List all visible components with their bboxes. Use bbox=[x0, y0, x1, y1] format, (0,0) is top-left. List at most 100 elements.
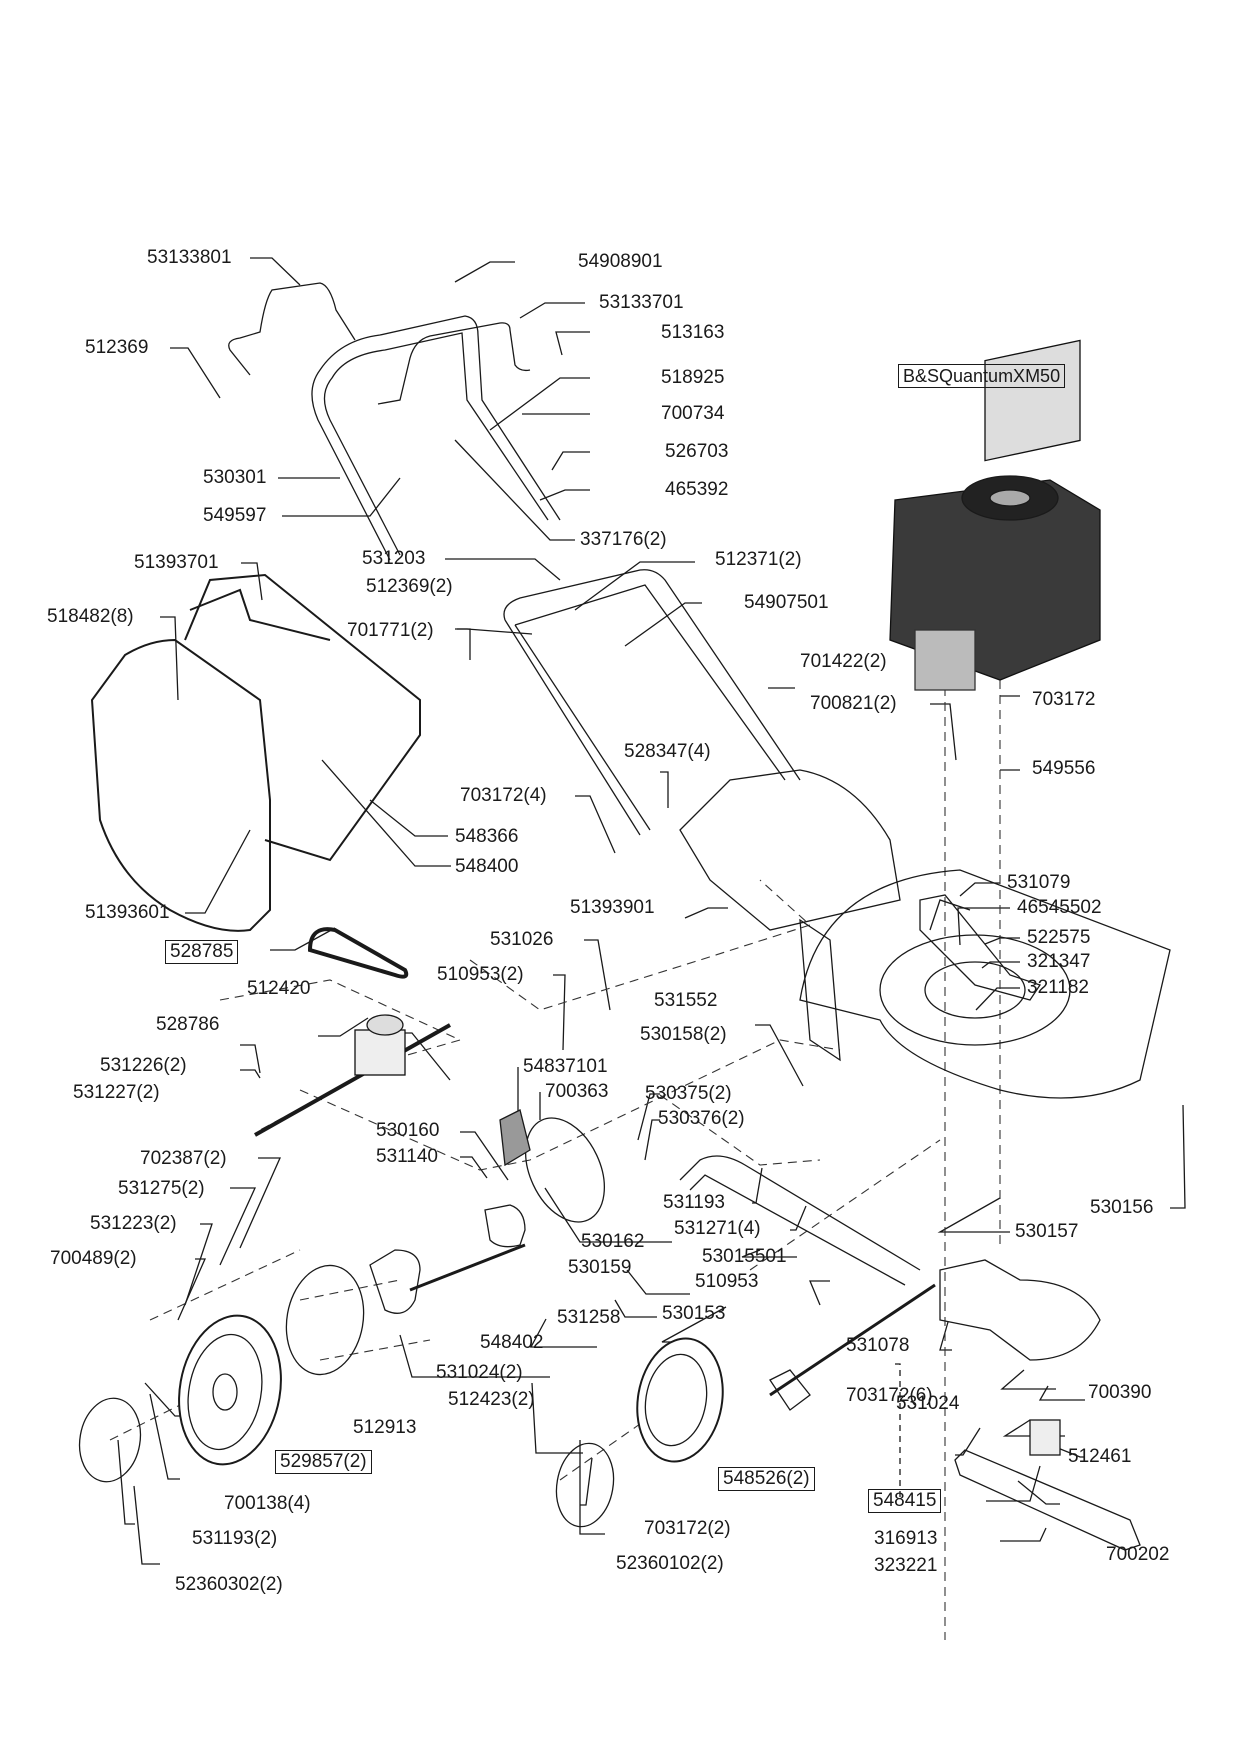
label-337176[interactable]: 337176(2) bbox=[580, 529, 667, 550]
label-703172-2[interactable]: 703172(2) bbox=[644, 1518, 731, 1539]
label-531552[interactable]: 531552 bbox=[654, 990, 718, 1011]
label-529857[interactable]: 529857(2) bbox=[275, 1450, 372, 1474]
label-528347[interactable]: 528347(4) bbox=[624, 741, 711, 762]
grass-catcher-part bbox=[90, 573, 421, 932]
label-528786[interactable]: 528786 bbox=[156, 1014, 220, 1035]
label-548526[interactable]: 548526(2) bbox=[718, 1467, 815, 1491]
label-323221[interactable]: 323221 bbox=[874, 1555, 938, 1576]
label-548402[interactable]: 548402 bbox=[480, 1332, 544, 1353]
front-wheel-part bbox=[555, 1337, 724, 1528]
label-548366[interactable]: 548366 bbox=[455, 826, 519, 847]
label-531223[interactable]: 531223(2) bbox=[90, 1213, 177, 1234]
label-530158[interactable]: 530158(2) bbox=[640, 1024, 727, 1045]
label-54908901[interactable]: 54908901 bbox=[578, 251, 663, 272]
label-513163[interactable]: 513163 bbox=[661, 322, 725, 343]
blade-part bbox=[954, 1449, 1141, 1551]
label-700734[interactable]: 700734 bbox=[661, 403, 725, 424]
label-530157[interactable]: 530157 bbox=[1015, 1221, 1079, 1242]
label-531203[interactable]: 531203 bbox=[362, 548, 426, 569]
label-512423[interactable]: 512423(2) bbox=[448, 1389, 535, 1410]
label-549556[interactable]: 549556 bbox=[1032, 758, 1096, 779]
label-530301[interactable]: 530301 bbox=[203, 467, 267, 488]
label-54907501[interactable]: 54907501 bbox=[744, 592, 829, 613]
label-531024[interactable]: 531024 bbox=[896, 1393, 960, 1414]
front-axle-part bbox=[679, 1155, 936, 1411]
label-321182[interactable]: 321182 bbox=[1027, 977, 1089, 998]
label-46545502[interactable]: 46545502 bbox=[1017, 897, 1102, 918]
height-bracket-part bbox=[919, 894, 1042, 1001]
label-53133701[interactable]: 53133701 bbox=[599, 292, 684, 313]
label-700489[interactable]: 700489(2) bbox=[50, 1248, 137, 1269]
label-531079[interactable]: 531079 bbox=[1007, 872, 1071, 893]
label-530153[interactable]: 530153 bbox=[662, 1303, 726, 1324]
mower-deck-part bbox=[799, 869, 1171, 1099]
label-700363[interactable]: 700363 bbox=[545, 1081, 609, 1102]
label-531026[interactable]: 531026 bbox=[490, 929, 554, 950]
label-531193[interactable]: 531193 bbox=[663, 1192, 725, 1213]
label-512913[interactable]: 512913 bbox=[353, 1417, 417, 1438]
label-531258[interactable]: 531258 bbox=[557, 1307, 621, 1328]
label-703172[interactable]: 703172 bbox=[1032, 689, 1096, 710]
label-53015501[interactable]: 53015501 bbox=[702, 1246, 787, 1267]
rear-axle-part bbox=[369, 1109, 605, 1314]
blade-hub-part bbox=[1029, 1419, 1061, 1456]
label-701422[interactable]: 701422(2) bbox=[800, 651, 887, 672]
label-530375[interactable]: 530375(2) bbox=[645, 1083, 732, 1104]
label-531024-2[interactable]: 531024(2) bbox=[436, 1362, 523, 1383]
label-51393601[interactable]: 51393601 bbox=[85, 902, 170, 923]
label-530156[interactable]: 530156 bbox=[1090, 1197, 1154, 1218]
label-53133801[interactable]: 53133801 bbox=[147, 247, 232, 268]
label-512369[interactable]: 512369 bbox=[85, 337, 149, 358]
assembly-guides bbox=[109, 620, 1001, 1640]
bar-53133801 bbox=[228, 282, 356, 376]
label-510953[interactable]: 510953 bbox=[695, 1271, 759, 1292]
engine-model-label[interactable]: B&SQuantumXM50 bbox=[898, 364, 1066, 388]
label-700202[interactable]: 700202 bbox=[1106, 1544, 1170, 1565]
label-531271[interactable]: 531271(4) bbox=[674, 1218, 761, 1239]
label-549597[interactable]: 549597 bbox=[203, 505, 267, 526]
label-530159[interactable]: 530159 bbox=[568, 1257, 632, 1278]
label-528785[interactable]: 528785 bbox=[165, 940, 239, 964]
label-530162[interactable]: 530162 bbox=[581, 1231, 645, 1252]
label-548415[interactable]: 548415 bbox=[868, 1489, 942, 1513]
label-531140[interactable]: 531140 bbox=[376, 1146, 438, 1167]
label-700138[interactable]: 700138(4) bbox=[224, 1493, 311, 1514]
label-703172-6[interactable]: 703172(6) bbox=[846, 1385, 933, 1406]
label-522575[interactable]: 522575 bbox=[1027, 927, 1091, 948]
label-702387[interactable]: 702387(2) bbox=[140, 1148, 227, 1169]
upper-handle-part bbox=[311, 315, 561, 561]
label-531078[interactable]: 531078 bbox=[846, 1335, 910, 1356]
rear-wheel-part bbox=[78, 1264, 365, 1483]
label-512371[interactable]: 512371(2) bbox=[715, 549, 802, 570]
label-700390[interactable]: 700390 bbox=[1088, 1382, 1152, 1403]
label-526703[interactable]: 526703 bbox=[665, 441, 729, 462]
label-548400[interactable]: 548400 bbox=[455, 856, 519, 877]
label-531226[interactable]: 531226(2) bbox=[100, 1055, 187, 1076]
label-510953-2[interactable]: 510953(2) bbox=[437, 964, 524, 985]
label-531193-2[interactable]: 531193(2) bbox=[192, 1528, 278, 1549]
label-700821[interactable]: 700821(2) bbox=[810, 693, 897, 714]
mulch-plug-part bbox=[679, 769, 901, 931]
label-530376[interactable]: 530376(2) bbox=[658, 1108, 745, 1129]
label-465392[interactable]: 465392 bbox=[665, 479, 729, 500]
label-701771[interactable]: 701771(2) bbox=[347, 620, 434, 641]
label-531227[interactable]: 531227(2) bbox=[73, 1082, 160, 1103]
label-518925[interactable]: 518925 bbox=[661, 367, 725, 388]
label-518482[interactable]: 518482(8) bbox=[47, 606, 134, 627]
label-321347[interactable]: 321347 bbox=[1027, 951, 1091, 972]
label-316913[interactable]: 316913 bbox=[874, 1528, 938, 1549]
label-51393701[interactable]: 51393701 bbox=[134, 552, 219, 573]
label-512461[interactable]: 512461 bbox=[1068, 1446, 1132, 1467]
blade-adapter-part bbox=[939, 1259, 1101, 1361]
label-512420[interactable]: 512420 bbox=[247, 978, 311, 999]
label-531275[interactable]: 531275(2) bbox=[118, 1178, 205, 1199]
label-52360102[interactable]: 52360102(2) bbox=[616, 1553, 724, 1574]
label-54837101[interactable]: 54837101 bbox=[523, 1056, 608, 1077]
bar-53133701 bbox=[377, 322, 531, 405]
label-512369-2[interactable]: 512369(2) bbox=[366, 576, 453, 597]
label-51393901[interactable]: 51393901 bbox=[570, 897, 655, 918]
label-703172-4[interactable]: 703172(4) bbox=[460, 785, 547, 806]
label-530160[interactable]: 530160 bbox=[376, 1120, 440, 1141]
label-52360302[interactable]: 52360302(2) bbox=[175, 1574, 283, 1595]
